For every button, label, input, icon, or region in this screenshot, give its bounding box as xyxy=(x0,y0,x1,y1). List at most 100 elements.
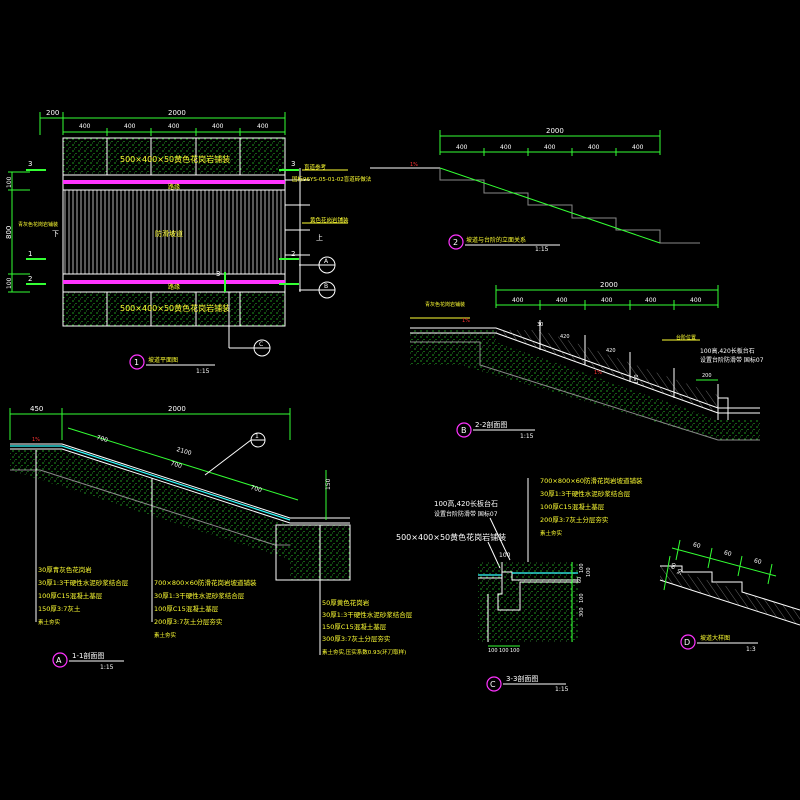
secb-dim-seg: 400 xyxy=(690,297,702,304)
secb-note-r1: 台阶位置 xyxy=(676,334,696,341)
seca-circle: 1 xyxy=(255,433,259,440)
section-1-1: 450 2000 700 2100 700 700 1 1% 150 30厚青灰… xyxy=(9,405,413,671)
secc-note-l1: 100高,420长板台石 xyxy=(434,499,498,508)
seca-dim-total: 2000 xyxy=(168,405,186,413)
secb-d5: 200 xyxy=(702,373,712,379)
secc-dim-bottom: 100 xyxy=(510,648,520,654)
seca-layers-left: 30厚青灰色花岗岩 30厚1:3干硬性水泥砂浆结合层 100厚C15混凝土基层 … xyxy=(38,565,129,626)
seca-scale: 1:15 xyxy=(100,664,114,671)
secc-title-no: C xyxy=(490,680,496,689)
secc-dim-bottom: 100 xyxy=(499,648,509,654)
seca-layer: 素土夯实 xyxy=(154,631,177,639)
plan-cut-mark: 2 xyxy=(291,250,295,258)
sec2-dim-seg: 400 xyxy=(456,144,468,151)
ramp-detail: 60 60 60 60 30 D 坡道大样图 1:3 xyxy=(659,539,800,653)
seca-layer: 200厚3:7灰土分层夯实 xyxy=(154,617,223,626)
plan-cut-mark: 2 xyxy=(28,275,32,283)
secc-layer: 30厚1:3干硬性水泥砂浆结合层 xyxy=(540,489,631,498)
seca-layer: 30厚1:3干硬性水泥砂浆结合层 xyxy=(322,610,413,619)
secd-title: 坡道大样图 xyxy=(700,634,730,642)
plan-cut-mark: 3 xyxy=(216,270,220,278)
secb-dim-total: 2000 xyxy=(600,281,618,289)
seca-layer: 30厚1:3干硬性水泥砂浆结合层 xyxy=(38,578,129,587)
secb-dim-seg: 400 xyxy=(556,297,568,304)
plan-dim-seg: 400 xyxy=(212,123,224,130)
plan-center-label: 防滑坡道 xyxy=(155,229,183,238)
seca-layer: 150厚C15混凝土基层 xyxy=(322,622,387,631)
secb-title: 2-2剖面图 xyxy=(475,420,507,429)
sec2-title: 坡道与台阶的立面关系 xyxy=(466,236,526,244)
section-2-2: 2000 400 400 400 400 400 青灰色花岗岩铺装 1% 30 … xyxy=(410,281,764,441)
ramp-plan-view: 200 2000 400 400 400 400 400 100 800 100 xyxy=(5,109,372,375)
plan-note-r3: 黄色花岗岩铺装 xyxy=(310,216,349,224)
plan-left-note: 青灰色花岗岩铺装 xyxy=(18,221,58,228)
secb-d4: 150 xyxy=(634,374,640,384)
secb-dim-seg: 400 xyxy=(601,297,613,304)
plan-dim-seg: 400 xyxy=(124,123,136,130)
secc-layer: 100厚C15混凝土基层 xyxy=(540,502,605,511)
secc-title: 3-3剖面图 xyxy=(506,674,538,683)
plan-dim-left-seg: 100 xyxy=(6,277,13,289)
plan-curb-bottom: 路缘 xyxy=(168,283,180,291)
secc-d-right1: 100 xyxy=(579,563,585,573)
seca-mark: 1% xyxy=(32,437,40,443)
plan-up-label: 上 xyxy=(316,233,323,242)
plan-dim-seg: 400 xyxy=(168,123,180,130)
plan-cut-mark: 1 xyxy=(28,250,32,258)
ramp-stair-elevation: 2000 400 400 400 400 400 1% 2 坡道与台阶的立面关系… xyxy=(370,127,700,253)
seca-layers-right: 50厚黄色花岗岩 30厚1:3干硬性水泥砂浆结合层 150厚C15混凝土基层 3… xyxy=(322,598,413,656)
plan-dim-seg: 400 xyxy=(257,123,269,130)
secc-layer: 200厚3:7灰土分层夯实 xyxy=(540,515,609,524)
sec2-scale: 1:15 xyxy=(535,246,549,253)
seca-layer: 150厚3:7灰土 xyxy=(38,604,81,613)
secc-note-l2: 设置台阶防滑带 国标07 xyxy=(434,510,498,518)
plan-title: 坡道平面图 xyxy=(148,356,178,364)
secc-scale: 1:15 xyxy=(555,686,569,693)
seca-layer: 30厚青灰色花岗岩 xyxy=(38,565,92,574)
plan-title-no: 1 xyxy=(134,358,139,367)
seca-layer: 100厚C15混凝土基层 xyxy=(154,604,219,613)
seca-dim-slope: 2100 xyxy=(176,446,193,457)
plan-dim-left: 200 xyxy=(46,109,59,117)
secc-note-l3: 500×400×50黄色花岗岩铺装 xyxy=(396,532,506,542)
section-3-3: 700×800×60防滑花岗岩坡道铺装 30厚1:3干硬性水泥砂浆结合层 100… xyxy=(396,476,643,693)
seca-layer: 100厚C15混凝土基层 xyxy=(38,591,103,600)
secb-note-r3: 设置台阶防滑带 国标07 xyxy=(700,356,764,364)
secb-dim-seg: 400 xyxy=(512,297,524,304)
secb-d2: 420 xyxy=(560,334,570,340)
seca-layer: 30厚1:3干硬性水泥砂浆结合层 xyxy=(154,591,245,600)
plan-circle-a: A xyxy=(324,258,329,265)
plan-cut-mark: 3 xyxy=(291,160,295,168)
secc-dim-bottom: 100 xyxy=(488,648,498,654)
sec2-dim-seg: 400 xyxy=(544,144,556,151)
seca-layers-mid: 700×800×60防滑花岗岩坡道铺装 30厚1:3干硬性水泥砂浆结合层 100… xyxy=(154,578,257,639)
secc-d-top: 100 xyxy=(499,552,511,559)
seca-title: 1-1剖面图 xyxy=(72,651,104,660)
plan-circle-b: B xyxy=(324,283,328,290)
secc-d-right3: 100 xyxy=(586,567,592,577)
secb-mark2: 1% xyxy=(594,370,602,376)
plan-note-r2: 国标96YS-05-01-02盲道砖做法 xyxy=(292,175,372,183)
seca-dim-left: 450 xyxy=(30,405,43,413)
plan-dim-total: 2000 xyxy=(168,109,186,117)
seca-layer: 700×800×60防滑花岗岩坡道铺装 xyxy=(154,578,257,587)
seca-layer: 50厚黄色花岗岩 xyxy=(322,598,370,607)
secc-d-right2: 60 xyxy=(577,577,583,583)
secb-d1: 30 xyxy=(537,322,543,328)
secc-layer: 700×800×60防滑花岗岩坡道铺装 xyxy=(540,476,643,485)
seca-layer: 素土夯实,压实系数0.93(环刀取样) xyxy=(322,648,406,656)
seca-dim-seg: 700 xyxy=(170,460,183,470)
secd-dim-seg: 60 xyxy=(692,541,701,550)
sec2-dim-seg: 400 xyxy=(588,144,600,151)
plan-top-paver-label: 500×400×50黄色花岗岩铺装 xyxy=(120,154,230,164)
secc-layers-top: 700×800×60防滑花岗岩坡道铺装 30厚1:3干硬性水泥砂浆结合层 100… xyxy=(540,476,643,537)
seca-dim-seg: 700 xyxy=(250,484,263,494)
secb-scale: 1:15 xyxy=(520,433,534,440)
secd-title-no: D xyxy=(684,638,690,647)
sec2-dim-seg: 400 xyxy=(500,144,512,151)
secc-layer: 素土夯实 xyxy=(540,529,563,537)
seca-layer: 素土夯实 xyxy=(38,618,61,626)
seca-dim-right: 150 xyxy=(325,478,332,490)
plan-scale: 1:15 xyxy=(196,368,210,375)
